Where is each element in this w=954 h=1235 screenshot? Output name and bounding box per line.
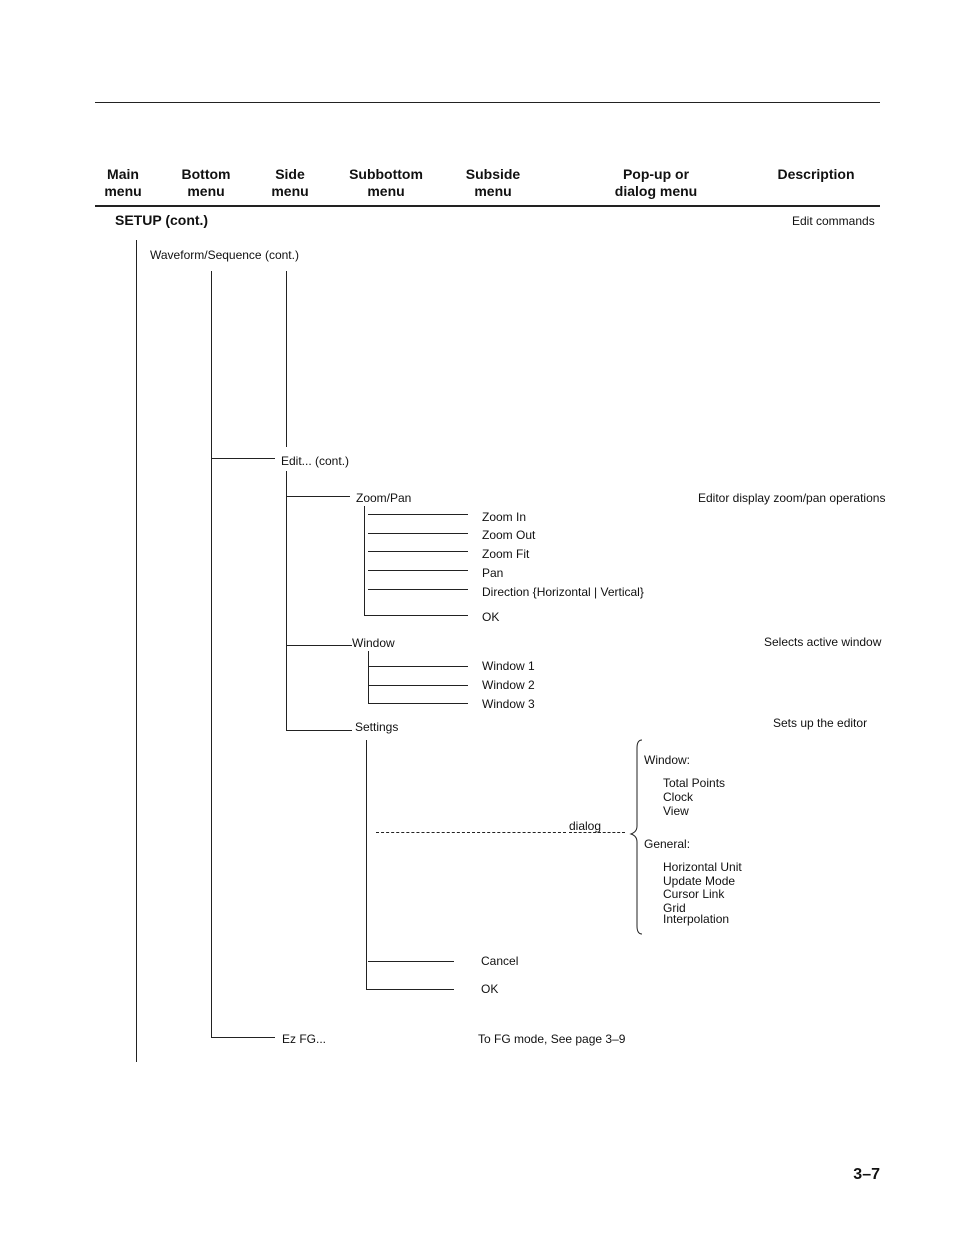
zoom-fit-connector (368, 551, 468, 552)
dialog-general-heading: General: (644, 837, 691, 851)
header-side-menu: Side menu (271, 166, 309, 199)
dialog-total-points: Total Points (663, 776, 726, 790)
page-number: 3–7 (853, 1166, 880, 1183)
dialog-window-heading: Window: (644, 753, 691, 767)
zoompan-description: Editor display zoom/pan operations (698, 491, 886, 505)
subside-pan: Pan (482, 566, 504, 580)
dialog-dashed-connector (376, 832, 566, 833)
side-menu-edit: Edit... (cont.) (281, 454, 350, 468)
subside-window-3: Window 3 (482, 697, 535, 711)
edit-trunk-line (286, 471, 287, 730)
settings-description: Sets up the editor (773, 716, 868, 730)
cancel-connector (368, 961, 454, 962)
dialog-grid: Grid (663, 901, 686, 915)
zoom-out-connector (368, 533, 468, 534)
direction-connector (368, 589, 468, 590)
setup-description: Edit commands (792, 214, 875, 228)
top-rule (95, 102, 880, 103)
pan-connector (368, 570, 468, 571)
dialog-brace (629, 739, 643, 935)
header-rule (95, 205, 880, 207)
zoompan-ok-connector (364, 615, 468, 616)
window-3-connector (368, 703, 468, 704)
subside-window-2: Window 2 (482, 678, 535, 692)
bottom-menu-waveform: Waveform/Sequence (cont.) (150, 248, 299, 262)
window-1-connector (368, 666, 468, 667)
bottom-trunk-line (211, 271, 212, 1038)
window-description: Selects active window (764, 635, 882, 649)
settings-ok-connector (366, 989, 454, 990)
header-subbottom-menu: Subbottom menu (349, 166, 423, 199)
side-menu-ezfg: Ez FG... (282, 1032, 327, 1046)
subside-zoom-fit: Zoom Fit (482, 547, 530, 561)
zoom-in-connector (368, 514, 468, 515)
subside-zoom-out: Zoom Out (482, 528, 536, 542)
subside-window-1: Window 1 (482, 659, 535, 673)
popup-dialog-label: dialog (569, 819, 602, 833)
subside-direction: Direction {Horizontal | Vertical} (482, 585, 644, 599)
header-bottom-menu: Bottom menu (181, 166, 231, 199)
settings-trunk-line (366, 740, 367, 990)
header-subside-menu: Subside menu (465, 166, 521, 199)
header-main-menu: Main menu (104, 166, 142, 199)
subbottom-window: Window (352, 636, 395, 650)
subside-settings-ok: OK (481, 982, 499, 996)
subside-zoompan-ok: OK (482, 610, 500, 624)
zoompan-connector (286, 496, 350, 497)
setup-trunk-line (136, 240, 137, 1062)
subside-cancel: Cancel (481, 954, 519, 968)
header-description: Description (777, 166, 855, 182)
ezfg-description: To FG mode, See page 3–9 (478, 1032, 626, 1046)
dialog-view: View (663, 804, 689, 818)
edit-connector (211, 458, 275, 459)
main-menu-setup: SETUP (cont.) (115, 212, 209, 228)
dialog-clock: Clock (663, 790, 694, 804)
subbottom-zoompan: Zoom/Pan (356, 491, 412, 505)
ezfg-connector (211, 1037, 275, 1038)
dialog-update-mode: Update Mode (663, 874, 736, 888)
subside-zoom-in: Zoom In (482, 510, 527, 524)
dialog-dashed-connector-end (569, 832, 625, 833)
window-connector (286, 645, 352, 646)
window-2-connector (368, 685, 468, 686)
dialog-cursor-link: Cursor Link (663, 887, 725, 901)
dialog-horizontal-unit: Horizontal Unit (663, 860, 742, 874)
header-popup-menu: Pop-up or dialog menu (614, 166, 698, 199)
zoompan-trunk-line (364, 506, 365, 616)
window-trunk-line (368, 651, 369, 703)
subbottom-settings: Settings (355, 720, 399, 734)
dialog-interpolation: Interpolation (663, 912, 730, 926)
settings-connector (286, 730, 352, 731)
side-upper-line (286, 271, 287, 447)
